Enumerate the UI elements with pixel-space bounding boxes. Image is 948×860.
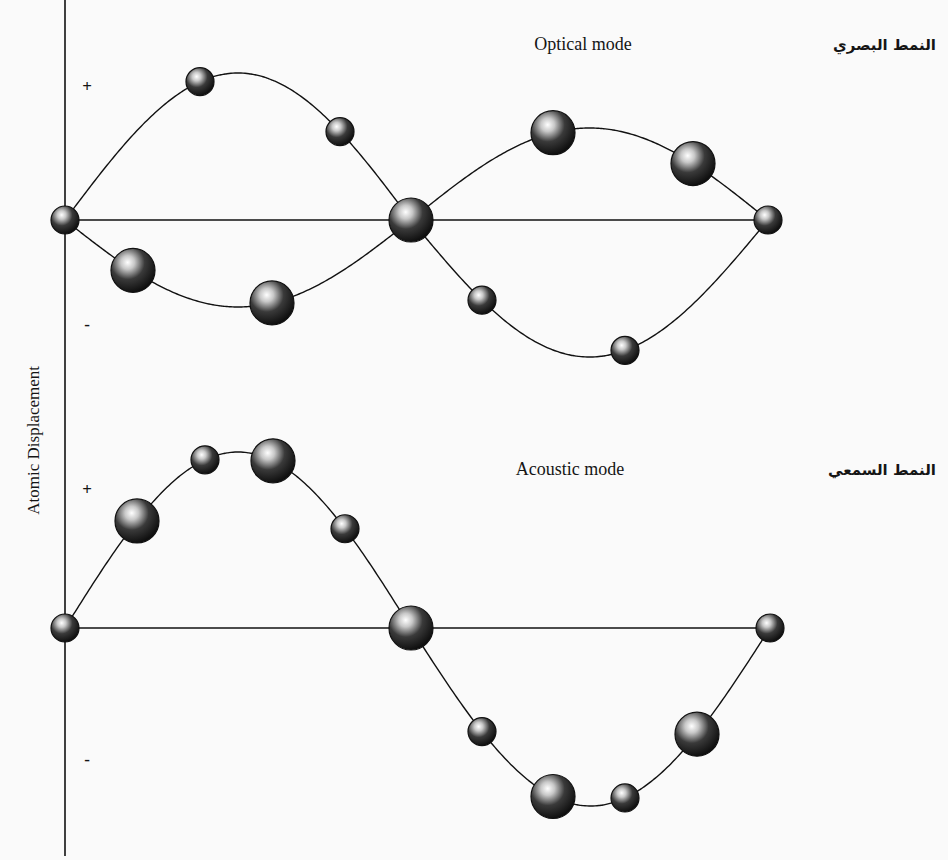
atom-ball [250, 281, 294, 325]
axis-title: Atomic Displacement [25, 366, 44, 515]
atom-ball [531, 775, 575, 819]
atom-ball [611, 336, 639, 364]
atom-ball [326, 118, 354, 146]
sign-mark: - [84, 316, 90, 335]
wave-curve [65, 452, 770, 806]
mode-title-arabic: النمط السمعي [828, 462, 936, 479]
atom-ball [389, 198, 433, 242]
sign-mark: - [84, 751, 90, 770]
atom-ball [671, 142, 715, 186]
atom-ball [51, 206, 79, 234]
mode-title-arabic: النمط البصري [833, 37, 936, 54]
displacement-axis [64, 0, 66, 856]
atom-ball [191, 446, 219, 474]
atom-ball [186, 68, 214, 96]
atom-ball [468, 286, 496, 314]
mode-title: Acoustic mode [516, 460, 624, 480]
wave-curve [65, 73, 768, 357]
atom-ball [251, 439, 295, 483]
atom-ball [611, 784, 639, 812]
atom-ball [468, 718, 496, 746]
atom-ball [754, 206, 782, 234]
sign-mark: + [82, 78, 92, 97]
atom-ball [111, 248, 155, 292]
atom-ball [115, 499, 159, 543]
atom-ball [675, 712, 719, 756]
atom-ball [756, 614, 784, 642]
atom-ball [331, 515, 359, 543]
atom-ball [51, 614, 79, 642]
atom-ball [389, 606, 433, 650]
wave-curve [65, 128, 768, 307]
atom-group [51, 68, 784, 819]
mode-title: Optical mode [534, 35, 631, 55]
atom-ball [531, 111, 575, 155]
sign-mark: + [82, 481, 92, 500]
